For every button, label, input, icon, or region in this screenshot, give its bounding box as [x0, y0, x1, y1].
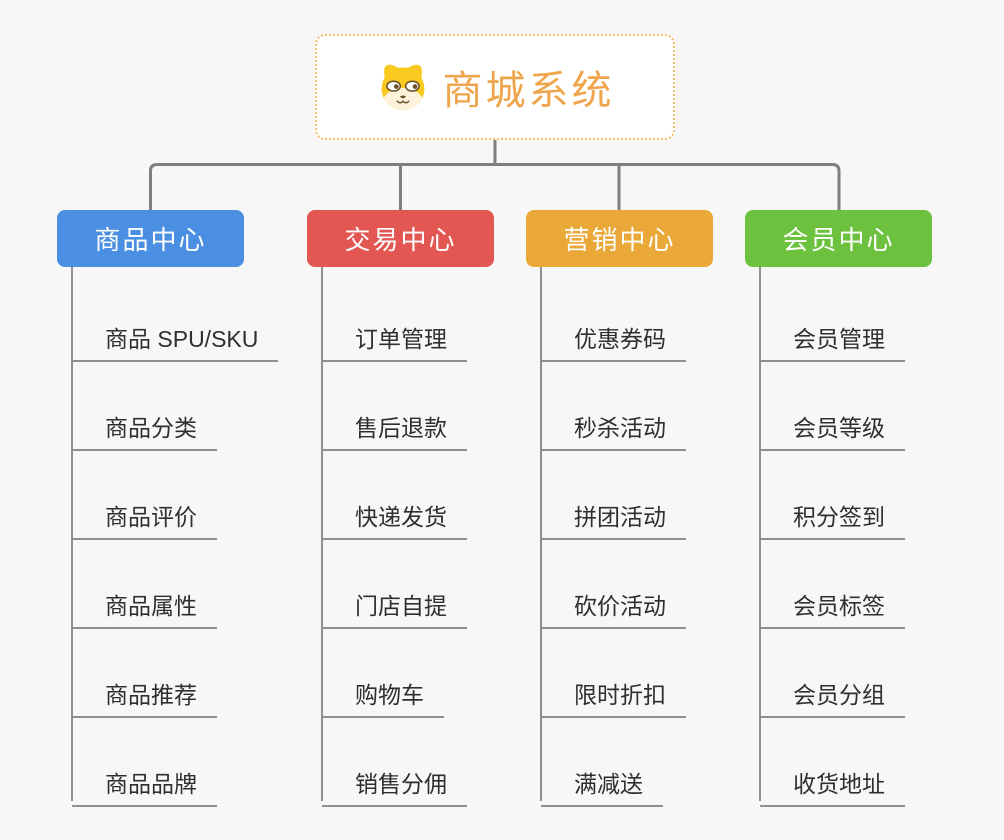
- leaf-node[interactable]: 会员管理: [760, 306, 905, 362]
- leaf-node[interactable]: 销售分佣: [322, 751, 467, 807]
- leaf-node[interactable]: 限时折扣: [541, 662, 686, 718]
- leaf-node[interactable]: 拼团活动: [541, 484, 686, 540]
- branch-node-member-center[interactable]: 会员中心: [745, 210, 932, 267]
- leaf-node[interactable]: 门店自提: [322, 573, 467, 629]
- shiba-dog-icon: [376, 62, 430, 112]
- leaf-node[interactable]: 会员分组: [760, 662, 905, 718]
- leaf-node[interactable]: 优惠券码: [541, 306, 686, 362]
- leaf-node[interactable]: 商品品牌: [72, 751, 217, 807]
- leaf-node[interactable]: 砍价活动: [541, 573, 686, 629]
- leaf-node[interactable]: 商品评价: [72, 484, 217, 540]
- branch-node-marketing-center[interactable]: 营销中心: [526, 210, 713, 267]
- leaf-node[interactable]: 秒杀活动: [541, 395, 686, 451]
- leaf-node[interactable]: 快递发货: [322, 484, 467, 540]
- leaf-node[interactable]: 商品推荐: [72, 662, 217, 718]
- leaf-node[interactable]: 会员等级: [760, 395, 905, 451]
- branch-spine: [540, 267, 542, 801]
- leaf-node[interactable]: 购物车: [322, 662, 444, 718]
- leaf-node[interactable]: 商品 SPU/SKU: [72, 306, 279, 362]
- root-node-label: 商城系统: [442, 69, 615, 113]
- leaf-node[interactable]: 商品分类: [72, 395, 217, 451]
- leaf-node[interactable]: 满减送: [541, 751, 663, 807]
- branch-node-trade-center[interactable]: 交易中心: [307, 210, 494, 267]
- branch-spine: [759, 267, 761, 801]
- branch-spine: [71, 267, 73, 801]
- leaf-node[interactable]: 商品属性: [72, 573, 217, 629]
- branch-spine: [321, 267, 323, 801]
- branch-node-product-center[interactable]: 商品中心: [57, 210, 244, 267]
- leaf-node[interactable]: 收货地址: [760, 751, 905, 807]
- leaf-node[interactable]: 订单管理: [322, 306, 467, 362]
- leaf-node[interactable]: 积分签到: [760, 484, 905, 540]
- leaf-node[interactable]: 售后退款: [322, 395, 467, 451]
- leaf-node[interactable]: 会员标签: [760, 573, 905, 629]
- root-node[interactable]: 商城系统: [315, 34, 675, 140]
